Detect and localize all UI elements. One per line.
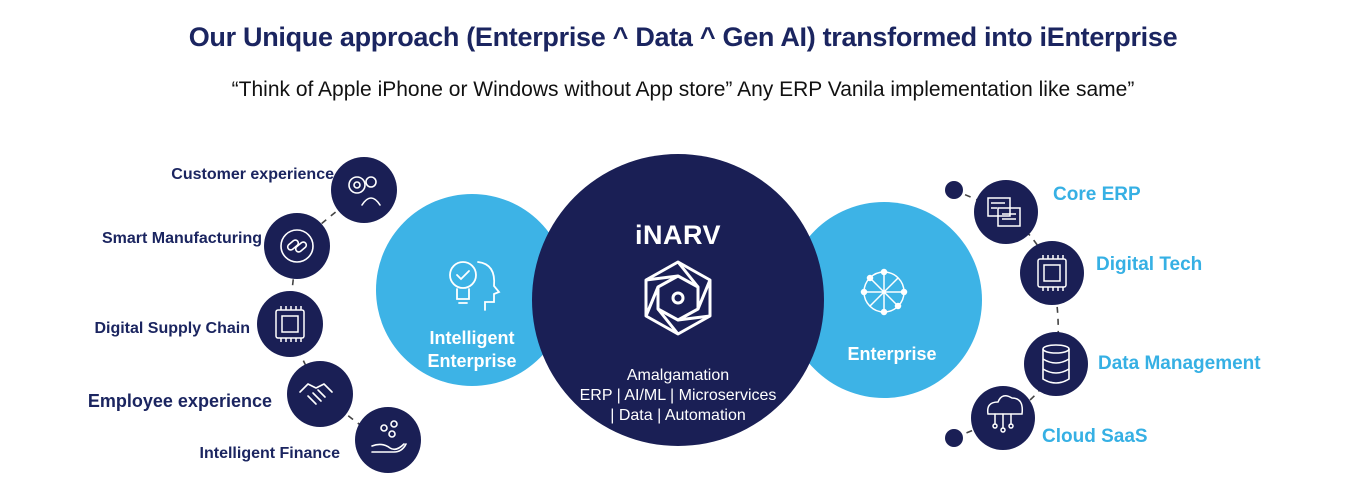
intelligent-enterprise-circle: [376, 194, 568, 386]
handshake-icon: [299, 383, 333, 405]
intelligent-enterprise-label: Intelligent Enterprise: [427, 328, 517, 371]
connector-dot-bottom: [945, 429, 963, 447]
customer-gear-icon: [348, 176, 381, 206]
center-description-line: ERP | AI/ML | Microservices: [579, 387, 777, 404]
right-connector-arc: [953, 189, 1060, 439]
left-item-circle-1: [331, 157, 397, 223]
chip-icon: [1037, 255, 1067, 291]
center-title: iNARV: [634, 220, 722, 250]
chip-icon: [275, 306, 305, 342]
left-item-label-1: Customer experience: [171, 166, 334, 183]
right-item-circle-4: [971, 386, 1035, 450]
inarv-center-circle: [532, 154, 824, 446]
right-item-circle-3: [1024, 332, 1088, 396]
center-description: Amalgamation ERP | AI/ML | Microservices…: [560, 366, 796, 426]
documents-icon: [987, 197, 1021, 227]
right-item-label-2: Digital Tech: [1096, 254, 1203, 275]
left-item-circle-4: [287, 361, 353, 427]
enterprise-label: Enterprise: [847, 344, 937, 364]
left-item-label-2: Smart Manufacturing: [101, 230, 262, 247]
lightbulb-head-icon: [449, 261, 501, 311]
left-item-label-4: Employee experience: [87, 391, 272, 411]
network-globe-icon: [860, 268, 908, 316]
center-description-line: | Data | Automation: [610, 407, 746, 424]
page-subtitle: “Think of Apple iPhone or Windows withou…: [231, 78, 1135, 101]
hand-coins-icon: [371, 420, 407, 453]
left-item-label-3: Digital Supply Chain: [94, 320, 250, 337]
left-item-circle-3: [257, 291, 323, 357]
right-item-label-4: Cloud SaaS: [1042, 426, 1148, 447]
center-description-line: Amalgamation: [626, 367, 730, 384]
hexagon-knot-logo-icon: [644, 260, 712, 336]
left-item-circle-2: [264, 213, 330, 279]
right-item-label-3: Data Management: [1098, 353, 1261, 374]
cycle-link-icon: [280, 229, 314, 263]
database-icon: [1042, 344, 1070, 384]
right-item-circle-1: [974, 180, 1038, 244]
right-item-circle-2: [1020, 241, 1084, 305]
page-title: Our Unique approach (Enterprise ^ Data ^…: [188, 22, 1178, 52]
connector-dot-top: [945, 181, 963, 199]
right-item-label-1: Core ERP: [1053, 184, 1141, 205]
left-item-label-5: Intelligent Finance: [199, 445, 340, 462]
left-item-circle-5: [355, 407, 421, 473]
cloud-network-icon: [986, 395, 1024, 433]
